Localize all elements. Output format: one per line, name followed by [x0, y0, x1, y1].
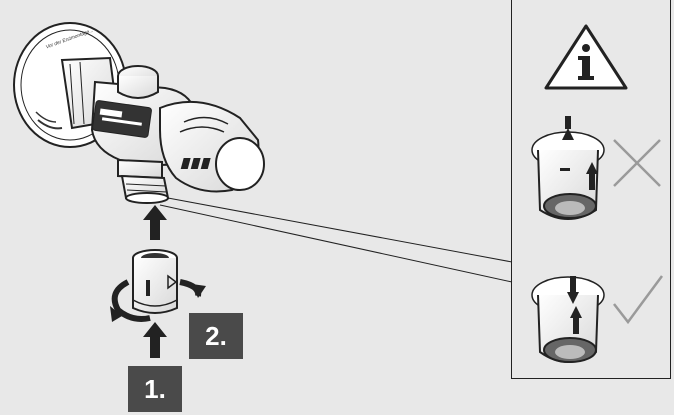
- callout-line-top: [167, 197, 513, 263]
- step-2-badge: 2.: [189, 313, 243, 359]
- correct-installation-example: [531, 276, 605, 363]
- info-warning-triangle-icon: [544, 24, 628, 90]
- brand-logo: [180, 158, 211, 169]
- wrong-installation-example: [531, 116, 605, 220]
- angle-valve: [60, 56, 265, 204]
- push-up-arrow-top: [143, 205, 167, 240]
- check-mark-icon: [613, 275, 664, 325]
- push-up-arrow-bottom: [143, 322, 167, 358]
- filter-insert: [132, 249, 178, 314]
- step-1-badge: 1.: [128, 366, 182, 412]
- callout-line-bottom: [159, 204, 513, 283]
- detail-panel: [511, 0, 671, 379]
- cross-mark-icon: [613, 139, 661, 187]
- rotate-arrow: [110, 279, 206, 322]
